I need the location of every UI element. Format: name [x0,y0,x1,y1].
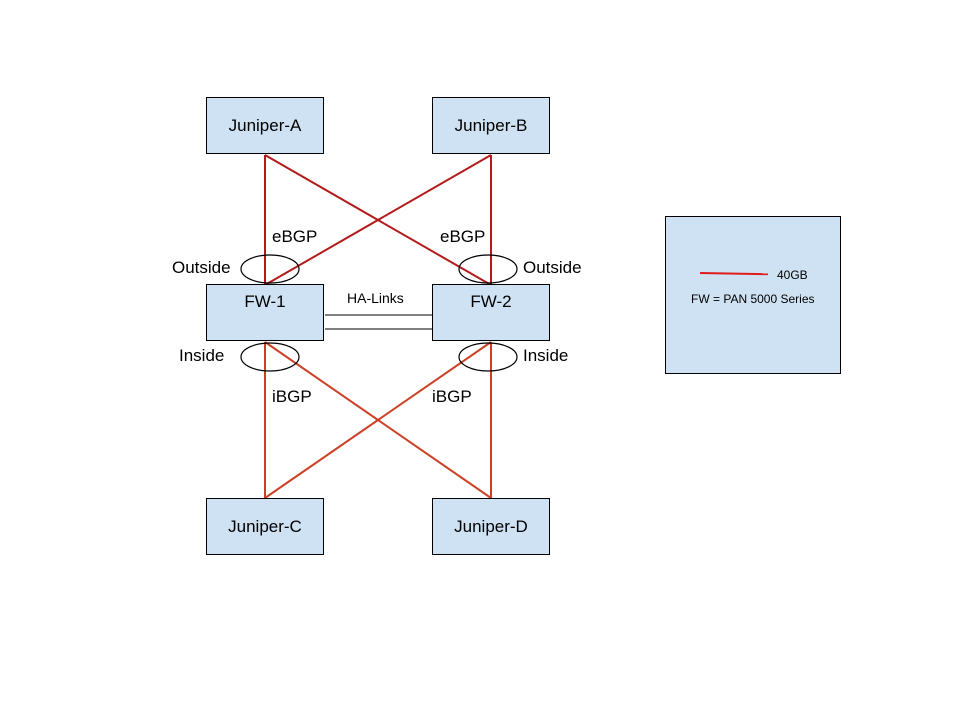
node-juniper-b[interactable]: Juniper-B [432,97,550,154]
node-label: Juniper-A [228,115,302,135]
ebgp-label-left: eBGP [272,227,318,246]
link-juniper-b-fw-1 [264,154,492,286]
outside-label-left: Outside [172,258,231,277]
link-fw-2-juniper-c [264,341,492,499]
legend-link-speed: 40GB [777,268,808,282]
legend-link-swatch [699,272,769,276]
inside-lag-fw-1 [240,342,300,372]
node-label: FW-2 [470,292,512,311]
outside-lag-fw-2 [458,254,518,284]
node-label: Juniper-D [454,516,528,536]
ibgp-label-left: iBGP [272,387,312,406]
legend-box: 40GB FW = PAN 5000 Series [665,216,841,374]
ibgp-label-right: iBGP [432,387,472,406]
node-label: FW-1 [244,292,286,311]
node-label: Juniper-B [454,115,528,135]
legend-note: FW = PAN 5000 Series [691,292,815,306]
outside-label-right: Outside [523,258,582,277]
ha-links-label: HA-Links [347,290,404,306]
node-juniper-c[interactable]: Juniper-C [206,498,324,555]
outside-lag-fw-1 [240,254,300,284]
node-juniper-d[interactable]: Juniper-D [432,498,550,555]
inside-lag-fw-2 [458,342,518,372]
inside-label-left: Inside [179,346,225,365]
node-fw-2[interactable]: FW-2 [432,284,550,341]
inside-label-right: Inside [523,346,569,365]
ebgp-label-right: eBGP [440,227,486,246]
node-fw-1[interactable]: FW-1 [206,284,324,341]
node-label: Juniper-C [228,516,302,536]
node-juniper-a[interactable]: Juniper-A [206,97,324,154]
